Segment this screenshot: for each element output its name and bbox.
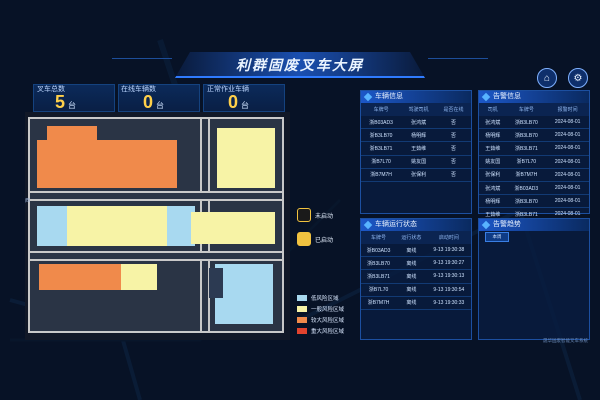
- zone-store[interactable]: [191, 212, 275, 244]
- kpi-label-total: 叉车总数: [37, 86, 65, 93]
- map-road-horizontal-2: [28, 251, 284, 261]
- kpi-card-working: [203, 84, 285, 112]
- panel-alarm-trend: 告警趋势: [478, 218, 590, 340]
- zone-low-2[interactable]: [167, 206, 195, 246]
- zone-workshop-a-top[interactable]: [47, 126, 97, 140]
- home-button[interactable]: ⌂: [537, 68, 557, 88]
- zone-gate: [209, 268, 223, 298]
- zone-low-1[interactable]: [37, 206, 67, 246]
- title-banner: 利群固废叉车大屏: [175, 52, 425, 78]
- page-title: 利群固废叉车大屏: [236, 57, 364, 73]
- title-deco-right: [428, 58, 488, 73]
- legend-item: 一般风险区域: [297, 305, 344, 313]
- legend-item: 低风险区域: [297, 294, 344, 302]
- status-label-inactive: 未启动: [315, 214, 334, 220]
- zone-warehouse[interactable]: [67, 206, 167, 246]
- footer-text: 晟华固废智能叉车系统: [543, 338, 588, 343]
- forklift-active-icon: [297, 232, 311, 246]
- legend-item: 重大风险区域: [297, 327, 344, 335]
- panel-title-alarm-info: 告警信息: [479, 91, 589, 103]
- risk-legend: 低风险区域 一般风险区域 较大风险区域 重大风险区域: [297, 294, 344, 338]
- kpi-card-total: [33, 84, 115, 112]
- zone-workshop-a[interactable]: [37, 140, 177, 188]
- title-deco-left: [112, 58, 172, 73]
- zone-low-3[interactable]: [215, 264, 273, 324]
- home-icon: ⌂: [543, 72, 551, 84]
- zone-hazard-store-side[interactable]: [121, 264, 157, 290]
- kpi-label-working: 正常作业车辆: [207, 86, 249, 93]
- zone-office[interactable]: [217, 128, 275, 188]
- kpi-label-online: 在线车辆数: [121, 86, 156, 93]
- alarm-trend-filter[interactable]: 本周: [485, 232, 509, 242]
- panel-title-vehicle-status: 车辆运行状态: [361, 219, 471, 231]
- forklift-inactive-icon: [297, 208, 311, 222]
- panel-title-vehicle-info: 车辆信息: [361, 91, 471, 103]
- panel-title-alarm-trend: 告警趋势: [479, 219, 589, 231]
- legend-item: 较大风险区域: [297, 316, 344, 324]
- map-road-horizontal-1: [28, 191, 284, 201]
- kpi-card-online: [118, 84, 200, 112]
- site-map[interactable]: 西: [25, 112, 290, 340]
- gear-icon: ⚙: [573, 72, 583, 84]
- status-label-active: 已启动: [315, 238, 334, 244]
- settings-button[interactable]: ⚙: [568, 68, 588, 88]
- map-side-label: 西: [25, 198, 30, 204]
